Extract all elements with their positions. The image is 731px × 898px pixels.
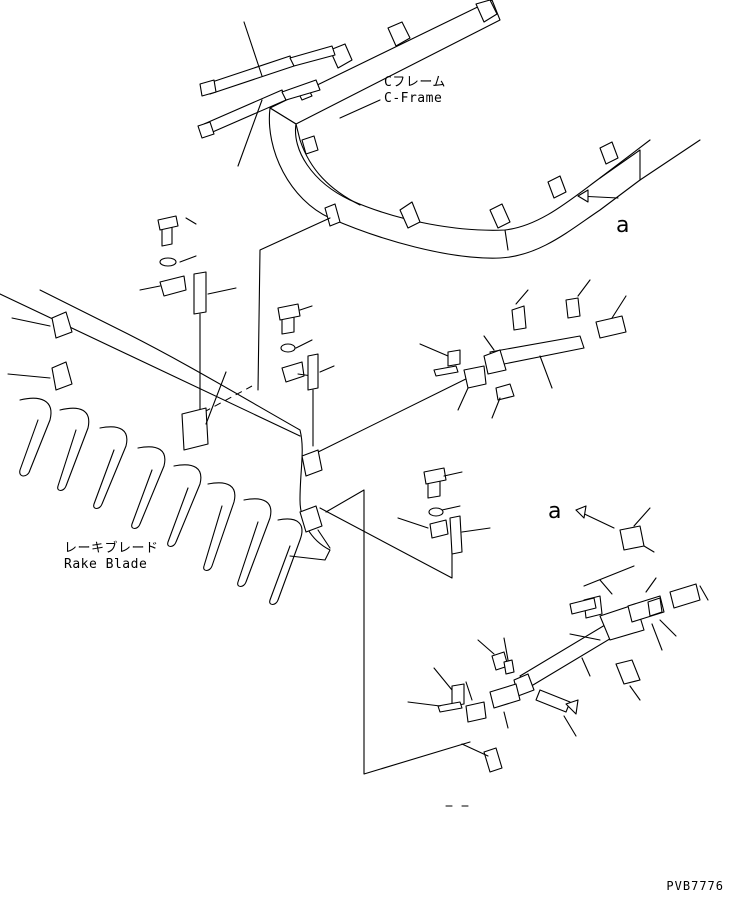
right-pin-group xyxy=(397,467,491,555)
c-frame-label-jp: Cフレーム xyxy=(384,75,446,90)
c-frame-label-en: C-Frame xyxy=(384,91,442,106)
view-a-label-lower: a xyxy=(548,499,561,524)
drawing-code: PVB7776 xyxy=(666,879,724,893)
rake-blade-label-en: Rake Blade xyxy=(64,557,147,572)
hydraulic-cylinders xyxy=(197,21,336,167)
c-frame: Cフレーム C-Frame a xyxy=(268,0,701,259)
view-a-label-upper: a xyxy=(616,213,629,238)
left-pin-group xyxy=(139,215,237,451)
rake-blade: レーキブレード Rake Blade xyxy=(0,289,331,606)
rake-blade-label-jp: レーキブレード xyxy=(64,540,159,556)
upper-cylinder-assembly xyxy=(419,279,627,419)
lower-cylinder-assembly: a xyxy=(407,499,709,807)
middle-pin-group xyxy=(277,303,335,447)
